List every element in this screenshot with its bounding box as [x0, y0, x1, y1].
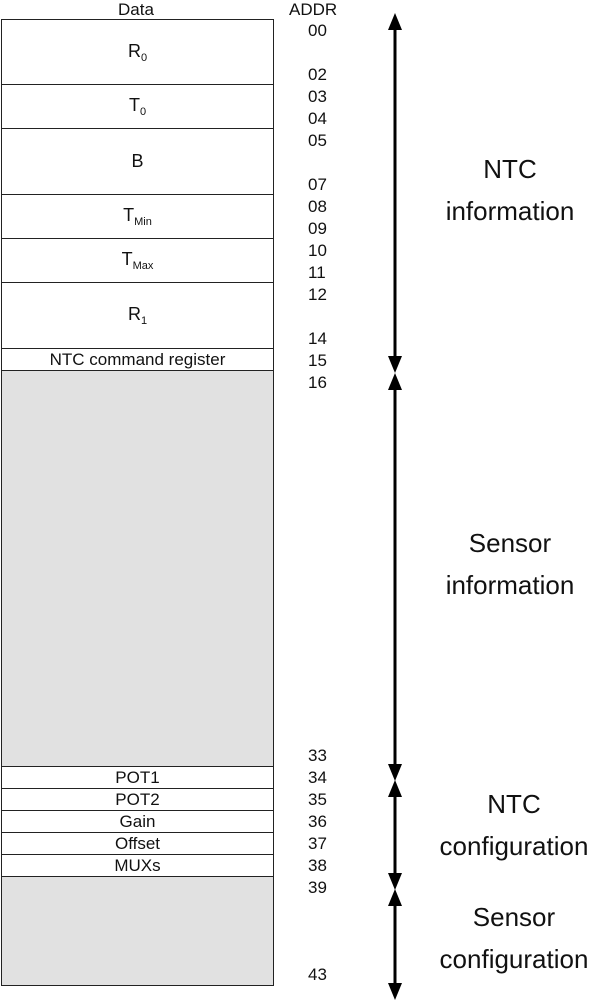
field-r1: R1	[1, 282, 274, 349]
address-label: 05	[308, 131, 327, 150]
address-label: 39	[308, 878, 327, 897]
address-label: 33	[308, 746, 327, 765]
field-ntc-command-register: NTC command register	[1, 348, 274, 371]
address-label: 09	[308, 219, 327, 238]
field-sensor-configuration-block	[1, 876, 274, 986]
address-label: 11	[308, 263, 326, 282]
field-pot2: POT2	[1, 788, 274, 811]
address-label: 10	[308, 241, 327, 260]
address-label: 00	[308, 21, 327, 40]
address-label: 37	[308, 834, 327, 853]
address-label: 15	[308, 351, 327, 370]
field-b: B	[1, 128, 274, 195]
field-sensor-information-block	[1, 370, 274, 767]
addr-column-header: ADDR	[289, 0, 338, 19]
address-label: 03	[308, 87, 327, 106]
sensor-configuration-arrow	[388, 889, 402, 1000]
address-label: 07	[308, 175, 327, 194]
address-label: 16	[308, 373, 327, 392]
address-label: 35	[308, 790, 327, 809]
address-label: 12	[308, 285, 327, 304]
ntc-information-arrow	[388, 13, 402, 373]
address-label: 34	[308, 768, 327, 787]
address-label: 38	[308, 856, 327, 875]
address-label: 04	[308, 109, 327, 128]
sensor-information-arrow	[388, 373, 402, 781]
address-label: 36	[308, 812, 327, 831]
data-column-header: Data	[118, 0, 154, 19]
address-label: 02	[308, 65, 327, 84]
ntc-configuration-arrow	[388, 780, 402, 890]
address-label: 43	[308, 965, 327, 984]
address-label: 14	[308, 329, 327, 348]
field-r0: R0	[1, 19, 274, 85]
field-tmax: TMax	[1, 238, 274, 283]
address-label: 08	[308, 197, 327, 216]
